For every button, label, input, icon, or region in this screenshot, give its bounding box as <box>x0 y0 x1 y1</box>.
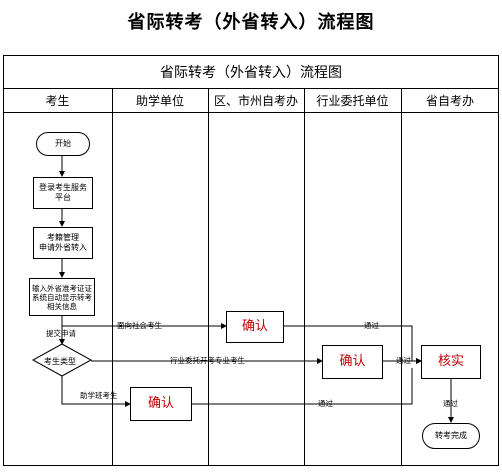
edge-label-pass: 通过 <box>443 399 458 408</box>
lane-divider <box>112 89 113 466</box>
edge-label-pass: 通过 <box>318 399 333 408</box>
archive-step: 考籍管理 申请外省转入 <box>33 227 93 259</box>
edge-label-social: 面向社会考生 <box>117 321 162 330</box>
decision-diamond <box>31 343 93 377</box>
lane-header-industry: 行业委托单位 <box>304 89 401 113</box>
done-node: 转考完成 <box>422 423 480 449</box>
edge-label-school: 助学班考生 <box>80 391 118 400</box>
edge-label-pass: 通过 <box>396 356 411 365</box>
diagram-frame <box>3 55 499 466</box>
start-node: 开始 <box>36 132 90 156</box>
page-title: 省际转考（外省转入）流程图 <box>127 12 375 33</box>
lane-header-city: 区、市州自考办 <box>208 89 304 113</box>
school-confirm-box: 确认 <box>130 387 192 421</box>
lane-divider <box>304 89 305 466</box>
verify-box: 核实 <box>421 345 481 379</box>
input-step: 输入外省准考证证系统自动显示转考相关信息 <box>29 278 95 316</box>
lane-header-candidate: 考生 <box>3 89 112 113</box>
diagram-title: 省际转考（外省转入）流程图 <box>3 55 499 89</box>
lane-header-school: 助学单位 <box>112 89 208 113</box>
industry-confirm-box: 确认 <box>322 345 383 379</box>
lane-divider <box>208 89 209 466</box>
login-step: 登录考生服务平台 <box>33 177 93 209</box>
edge-label-submit: 提交申请 <box>46 329 76 338</box>
edge-label-pass: 通过 <box>364 321 379 330</box>
decision-label: 考生类型 <box>44 357 76 366</box>
city-confirm-box: 确认 <box>226 311 284 343</box>
lane-divider <box>401 89 402 466</box>
edge-label-industry: 行业委托开考专业考生 <box>170 356 245 365</box>
lane-header-province: 省自考办 <box>401 89 499 113</box>
